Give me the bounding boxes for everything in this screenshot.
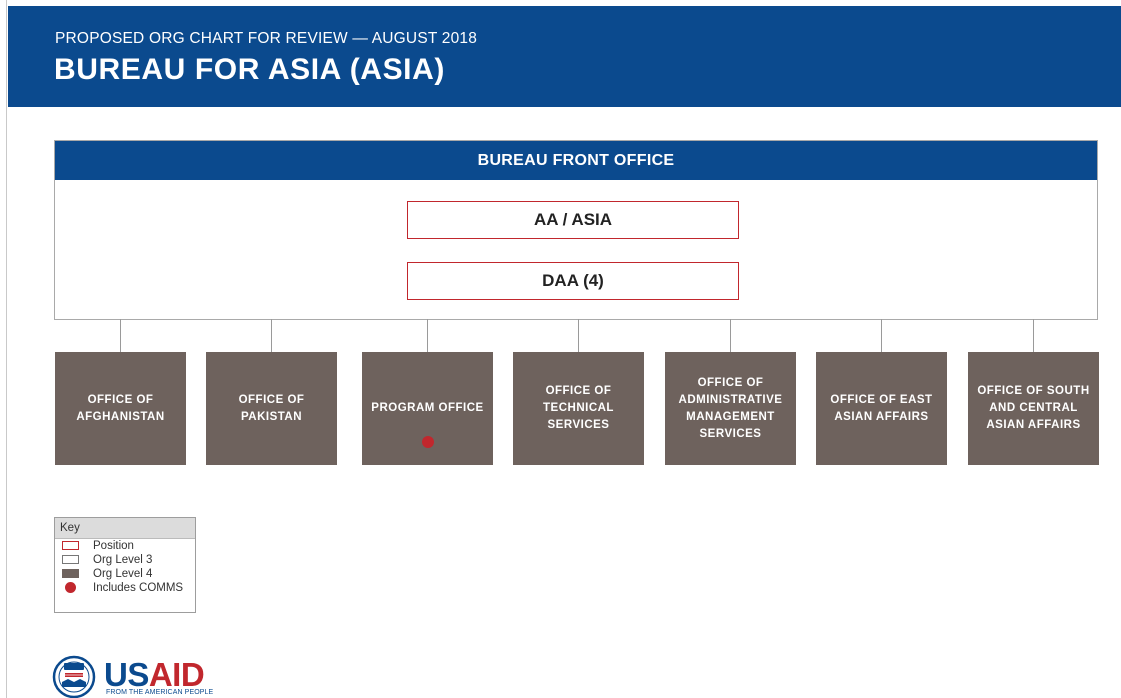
page-title: BUREAU FOR ASIA (ASIA): [54, 53, 445, 86]
comms-dot-icon: [65, 582, 76, 593]
comms-dot-icon: [422, 436, 434, 448]
connector-line: [578, 319, 579, 352]
connector-line: [271, 319, 272, 352]
wordmark-us: US: [104, 656, 149, 693]
page-edge: [6, 0, 7, 698]
office-pakistan: OFFICE OF PAKISTAN: [206, 352, 337, 465]
connector-line: [1033, 319, 1034, 352]
office-label: PROGRAM OFFICE: [371, 402, 484, 414]
office-label: OFFICE OF PAKISTAN: [238, 393, 305, 423]
office-label: OFFICE OF EAST ASIAN AFFAIRS: [830, 393, 933, 423]
legend-label: Position: [93, 540, 134, 552]
position-aa-asia: AA / ASIA: [407, 201, 739, 239]
office-south-central-asian-affairs: OFFICE OF SOUTH AND CENTRAL ASIAN AFFAIR…: [968, 352, 1099, 465]
office-afghanistan: OFFICE OF AFGHANISTAN: [55, 352, 186, 465]
office-technical-services: OFFICE OF TECHNICAL SERVICES: [513, 352, 644, 465]
legend-label: Includes COMMS: [93, 582, 184, 594]
office-label: OFFICE OF ADMINISTRATIVE MANAGEMENT SERV…: [678, 376, 783, 440]
level3-swatch-icon: [62, 555, 79, 564]
wordmark-aid: AID: [148, 656, 205, 693]
legend-item-comms: Includes COMMS: [55, 581, 195, 595]
office-administrative-management-services: OFFICE OF ADMINISTRATIVE MANAGEMENT SERV…: [665, 352, 796, 465]
connector-line: [730, 319, 731, 352]
legend-key: Key Position Org Level 3 Org Level 4 Inc…: [54, 517, 196, 613]
legend-item-org-level-3: Org Level 3: [55, 553, 195, 567]
usaid-tagline: FROM THE AMERICAN PEOPLE: [106, 689, 214, 696]
legend-item-position: Position: [55, 539, 195, 553]
connector-line: [120, 319, 121, 352]
legend-label: Org Level 4: [93, 568, 153, 580]
office-label: OFFICE OF SOUTH AND CENTRAL ASIAN AFFAIR…: [977, 385, 1090, 431]
level4-swatch-icon: [62, 569, 79, 578]
legend-title: Key: [55, 518, 195, 539]
position-swatch-icon: [62, 541, 79, 550]
connector-line: [427, 319, 428, 352]
office-label: OFFICE OF TECHNICAL SERVICES: [543, 385, 614, 431]
header-banner: PROPOSED ORG CHART FOR REVIEW — AUGUST 2…: [8, 6, 1121, 107]
legend-label: Org Level 3: [93, 554, 153, 566]
connector-line: [881, 319, 882, 352]
page-subtitle: PROPOSED ORG CHART FOR REVIEW — AUGUST 2…: [55, 30, 478, 47]
bureau-front-office: BUREAU FRONT OFFICE AA / ASIA DAA (4): [54, 140, 1098, 320]
office-east-asian-affairs: OFFICE OF EAST ASIAN AFFAIRS: [816, 352, 947, 465]
office-label: OFFICE OF AFGHANISTAN: [76, 393, 165, 423]
front-office-title: BUREAU FRONT OFFICE: [55, 141, 1097, 180]
usaid-seal-icon: [52, 655, 96, 698]
usaid-logo: USAID FROM THE AMERICAN PEOPLE: [52, 655, 232, 698]
position-daa: DAA (4): [407, 262, 739, 300]
office-program: PROGRAM OFFICE: [362, 352, 493, 465]
usaid-wordmark: USAID: [104, 656, 205, 694]
legend-item-org-level-4: Org Level 4: [55, 567, 195, 581]
